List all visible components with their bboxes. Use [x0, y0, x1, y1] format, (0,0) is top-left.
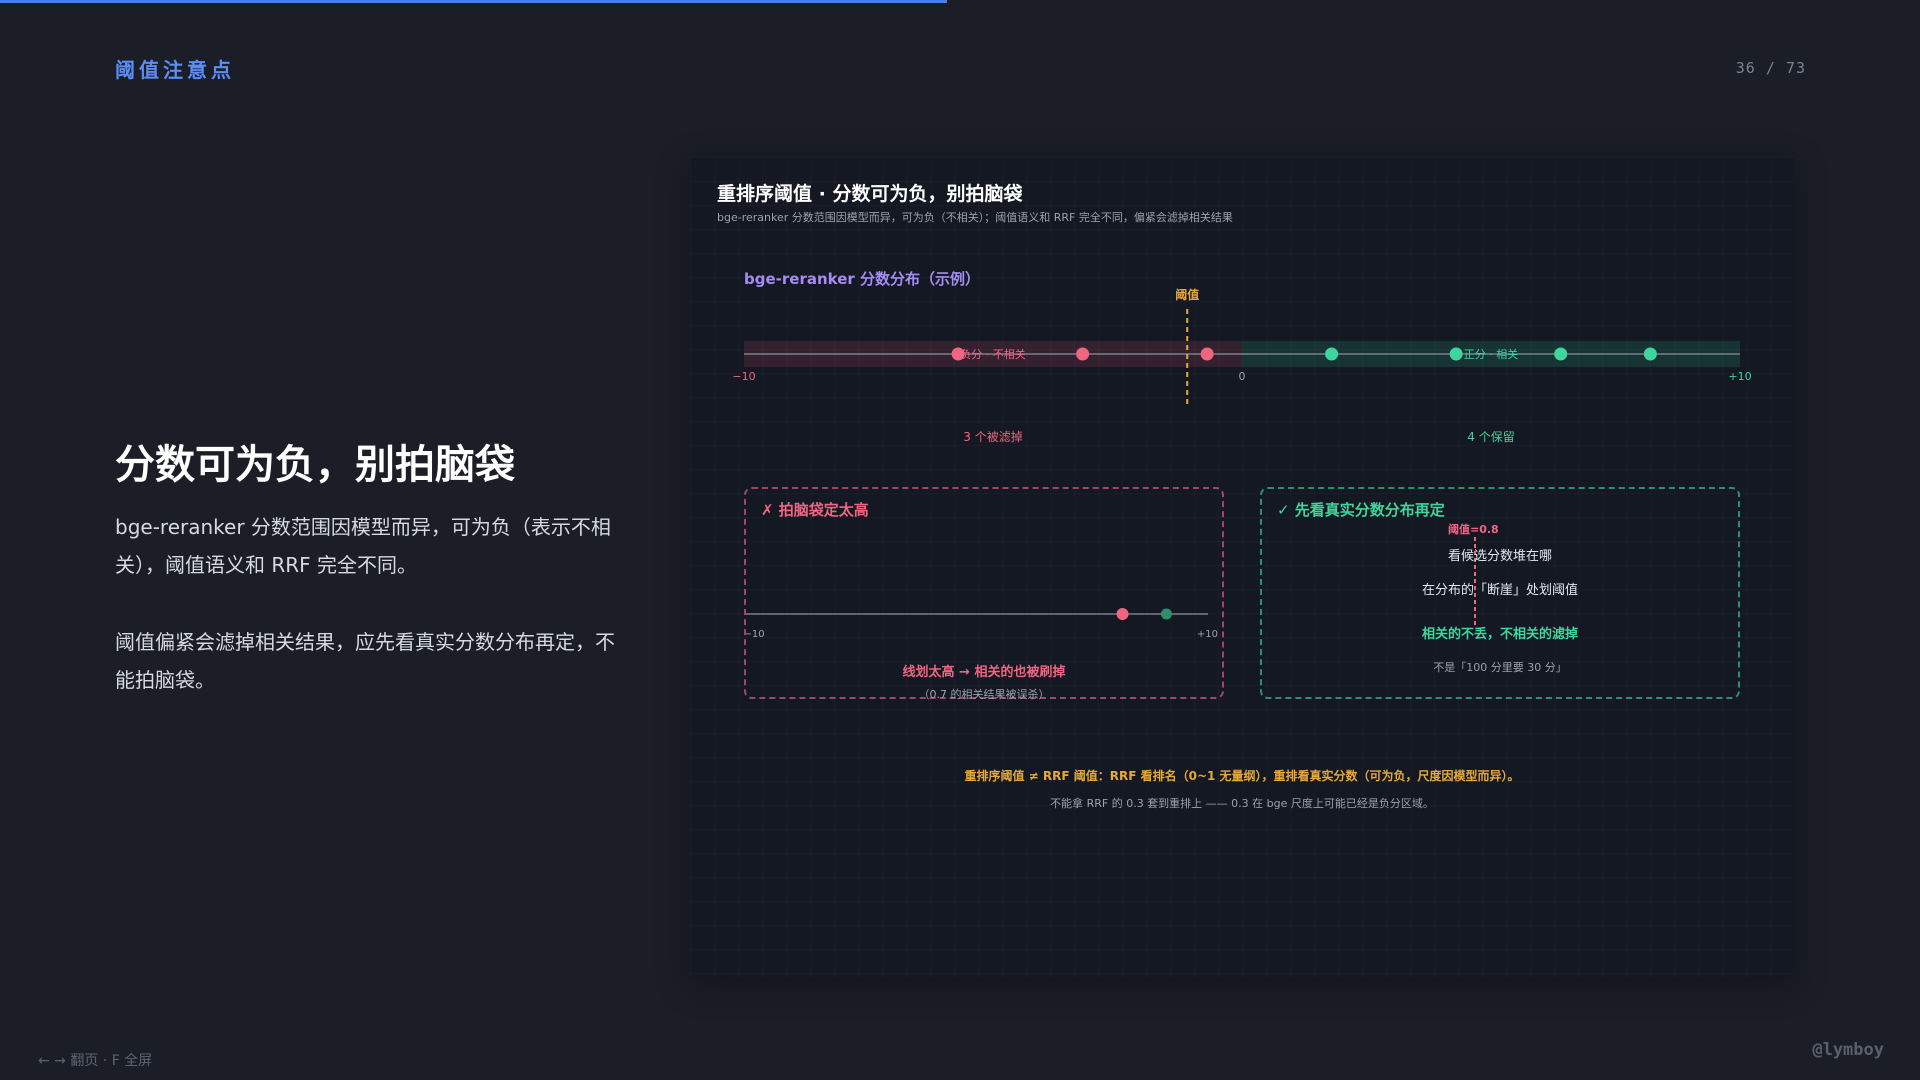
navigation-hint: ← → 翻页 · F 全屏: [38, 1053, 153, 1069]
positive-score-point: [1449, 347, 1463, 361]
advice-paragraph: 阈值偏紧会滤掉相关结果，应先看真实分数分布再定，不能拍脑袋。: [115, 630, 615, 692]
bad-example-axis: −10 +10: [746, 608, 1218, 640]
axis-min-label: −10: [732, 370, 755, 383]
bad-axis-min-label: −10: [746, 629, 765, 640]
good-example-title: ✓ 先看真实分数分布再定: [1277, 501, 1445, 519]
positive-score-point: [1325, 347, 1339, 361]
page-counter: 36 / 73: [1735, 59, 1806, 77]
threshold-label: 阈值: [1175, 287, 1199, 302]
axis-max-label: +10: [1728, 370, 1751, 383]
panel-subtitle: bge-reranker 分数范围因模型而异，可为负（不相关）；阈值语义和 RR…: [717, 211, 1233, 224]
filtered-count: 3 个被滤掉: [963, 430, 1022, 444]
good-step-1: 看候选分数堆在哪: [1447, 549, 1552, 564]
section-tag: 阈值注意点: [115, 58, 235, 82]
positive-score-point: [1554, 347, 1568, 361]
diagram-panel: 重排序阈值 · 分数可为负，别拍脑袋 bge-reranker 分数范围因模型而…: [690, 157, 1794, 977]
negative-score-point: [1200, 347, 1214, 361]
good-step-note: 不是「100 分里要 30 分」: [1433, 661, 1567, 674]
bad-example-caption: 线划太高 → 相关的也被刷掉: [902, 665, 1066, 680]
axis-zero-label: 0: [1239, 370, 1246, 383]
bad-example-box: ✗ 拍脑袋定太高 −10 +10 线划太高 → 相关的也被刷掉 （0.7 的相关…: [744, 487, 1224, 701]
negative-region-label: 负分 · 不相关: [960, 347, 1026, 361]
good-step-result: 相关的不丢，不相关的滤掉: [1421, 627, 1578, 642]
good-threshold-label: 阈值=0.8: [1448, 523, 1499, 536]
progress-bar-fill: [0, 0, 947, 3]
bad-example-title: ✗ 拍脑袋定太高: [761, 501, 869, 519]
intro-paragraph: bge-reranker 分数范围因模型而异，可为负（表示不相关），阈值语义和 …: [115, 515, 611, 577]
positive-region-label: 正分 · 相关: [1464, 347, 1519, 361]
bad-axis-max-label: +10: [1197, 629, 1218, 640]
positive-score-point: [1643, 347, 1657, 361]
negative-score-point: [951, 347, 965, 361]
good-step-2: 在分布的「断崖」处划阈值: [1421, 583, 1578, 598]
negative-score-point: [1076, 347, 1090, 361]
footnote-main: 重排序阈值 ≠ RRF 阈值：RRF 看排名（0~1 无量纲），重排看真实分数（…: [964, 769, 1520, 783]
slide-heading: 分数可为负，别拍脑袋: [115, 442, 515, 488]
bad-threshold-point: [1116, 608, 1129, 620]
progress-bar: [0, 0, 1920, 3]
brand-watermark: @lymboy: [1812, 1040, 1884, 1060]
distribution-label: bge-reranker 分数分布（示例）: [744, 270, 981, 288]
panel-title: 重排序阈值 · 分数可为负，别拍脑袋: [717, 183, 1023, 205]
bad-missed-point: [1160, 608, 1172, 620]
score-distribution: 阈值 负分 · 不相关 正分 · 相关 −10 0 +10 3 个被滤掉 4 个…: [732, 287, 1751, 444]
kept-count: 4 个保留: [1467, 430, 1514, 444]
good-example-box: ✓ 先看真实分数分布再定 阈值=0.8 看候选分数堆在哪 在分布的「断崖」处划阈…: [1260, 487, 1740, 699]
bad-example-note: （0.7 的相关结果被误杀）: [918, 688, 1050, 701]
good-threshold-marker: [1474, 537, 1476, 627]
footnote-sub: 不能拿 RRF 的 0.3 套到重排上 —— 0.3 在 bge 尺度上可能已经…: [1050, 797, 1434, 810]
